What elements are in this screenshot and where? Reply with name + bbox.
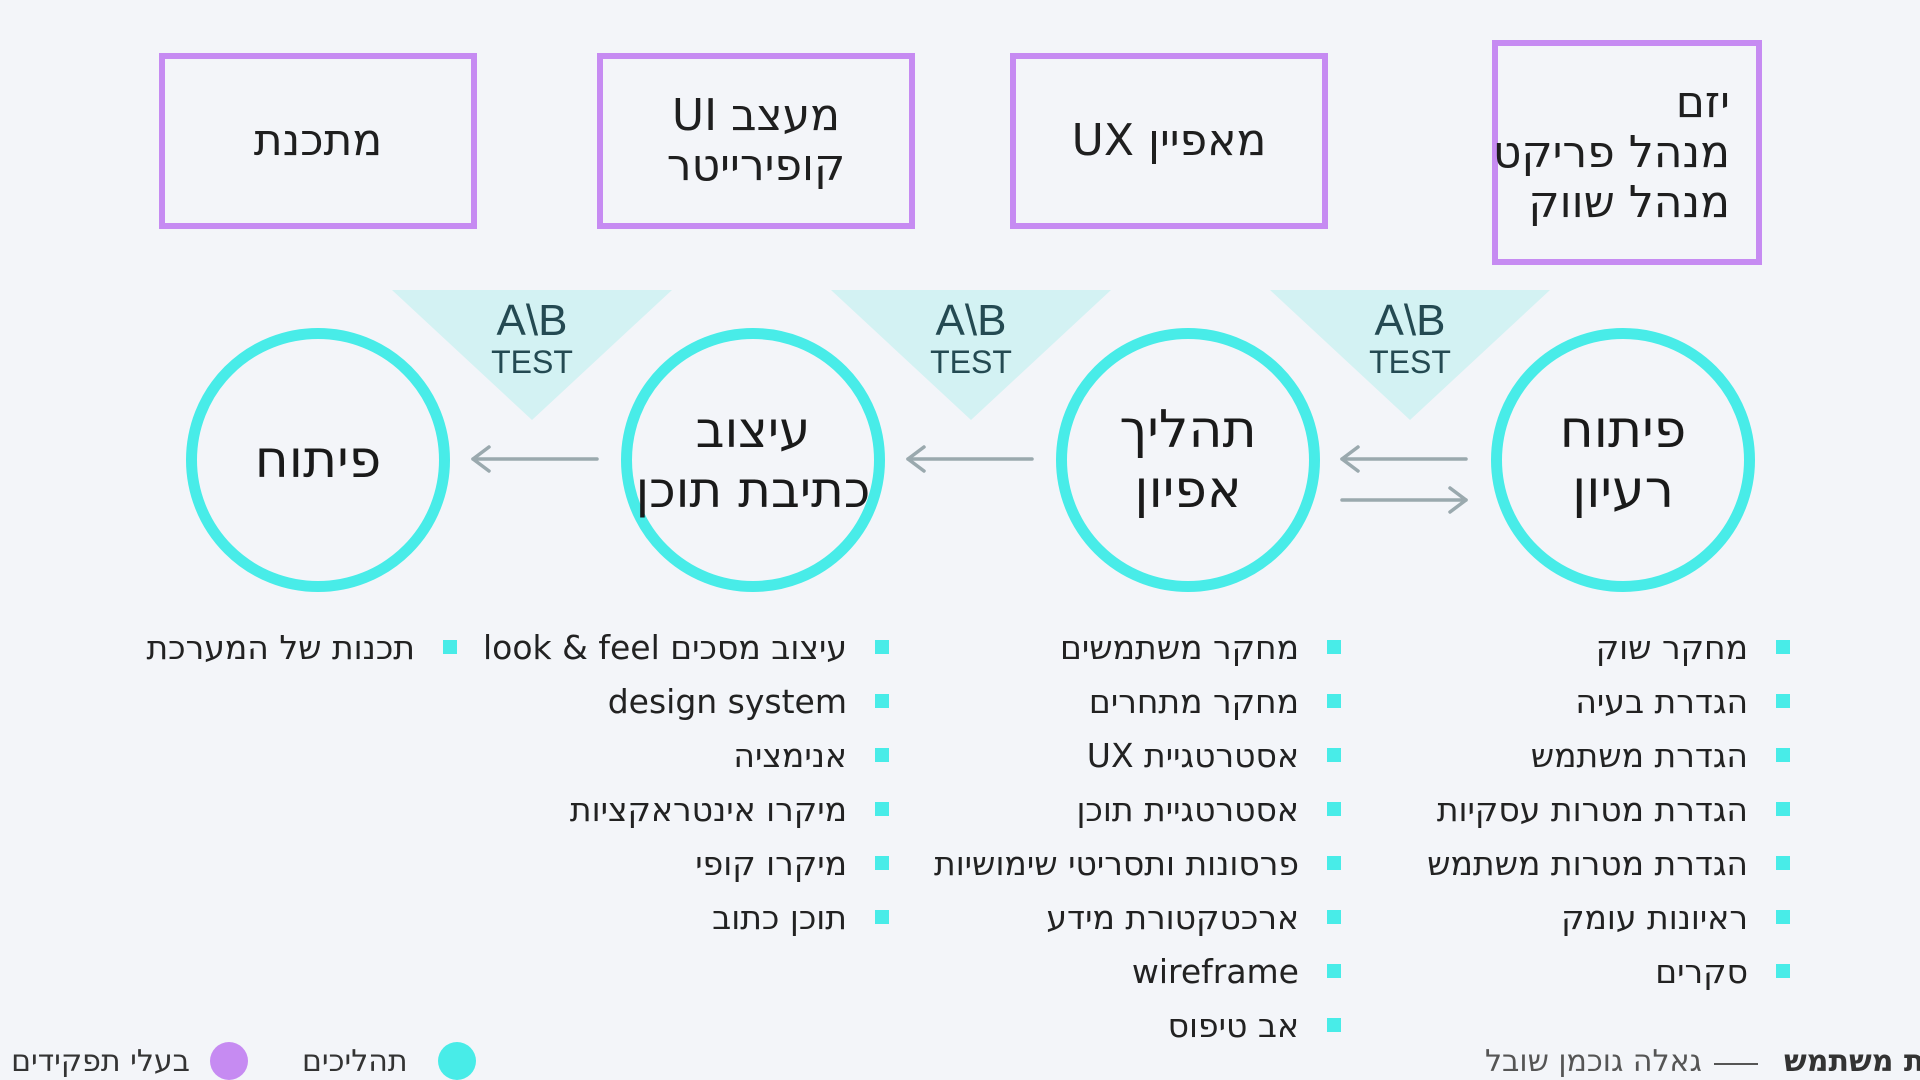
bullet-icon	[1327, 748, 1341, 762]
list-item: תוכן כתוב	[483, 890, 889, 944]
arrow-left-icon	[471, 445, 599, 473]
bullet-icon	[1776, 964, 1790, 978]
triangle-shape	[831, 290, 1111, 420]
bullet-icon	[1776, 640, 1790, 654]
role-line: מנהל פריקט	[1492, 126, 1730, 178]
list-item: הגדרת מטרות משתמש	[1427, 836, 1790, 890]
ab-label: A\B	[1374, 296, 1446, 345]
bullet-icon	[1327, 694, 1341, 708]
bullet-icon	[1776, 910, 1790, 924]
legend-dot-processes	[438, 1042, 476, 1080]
bullet-icon	[1327, 802, 1341, 816]
specification-task-list: מחקר משתמשים מחקר מתחרים אסטרטגיית UX אס…	[934, 620, 1341, 1052]
list-item: עיצוב מסכים look & feel	[483, 620, 889, 674]
ab-test-triangle: A\B TEST	[831, 290, 1111, 420]
role-box-programmer: מתכנת	[159, 53, 477, 229]
bullet-icon	[1327, 964, 1341, 978]
list-item: הגדרת בעיה	[1427, 674, 1790, 728]
list-item: סקרים	[1427, 944, 1790, 998]
list-item: ארכטקטורת מידע	[934, 890, 1341, 944]
process-circle-specification: תהליך אפיון	[1056, 328, 1320, 592]
bullet-icon	[443, 640, 457, 654]
list-item: מחקר מתחרים	[934, 674, 1341, 728]
ab-label: A\B	[496, 296, 568, 345]
arrow-left-icon	[906, 445, 1034, 473]
arrow-right-icon	[1340, 486, 1468, 514]
role-line: קופירייטר	[666, 140, 846, 191]
list-item: הגדרת מטרות עסקיות	[1427, 782, 1790, 836]
bullet-icon	[1776, 802, 1790, 816]
process-label: פיתוח	[1559, 400, 1687, 460]
test-label: TEST	[1369, 344, 1451, 380]
process-circle-design: עיצוב כתיבת תוכן	[621, 328, 885, 592]
bullet-icon	[875, 640, 889, 654]
ab-test-triangle: A\B TEST	[392, 290, 672, 420]
list-item: wireframe	[934, 944, 1341, 998]
bullet-icon	[875, 802, 889, 816]
list-item: פרסונות ותסריטי שימושיות	[934, 836, 1341, 890]
list-item: ראיונות עומק	[1427, 890, 1790, 944]
list-item: הגדרת משתמש	[1427, 728, 1790, 782]
bullet-icon	[875, 856, 889, 870]
process-label: רעיון	[1572, 460, 1674, 520]
list-item: מיקרו קופי	[483, 836, 889, 890]
list-item: אסטרטגיית תוכן	[934, 782, 1341, 836]
list-item: מחקר משתמשים	[934, 620, 1341, 674]
bullet-icon	[1327, 910, 1341, 924]
list-item: מחקר שוק	[1427, 620, 1790, 674]
footer-title-fragment: ת משתמש	[1784, 1044, 1920, 1079]
bullet-icon	[1776, 748, 1790, 762]
ab-label: A\B	[935, 296, 1007, 345]
role-line: יזם	[1675, 76, 1730, 128]
list-item: אסטרטגיית UX	[934, 728, 1341, 782]
legend-label-roles: בעלי תפקידים	[11, 1044, 190, 1079]
triangle-shape	[1270, 290, 1550, 420]
bullet-icon	[875, 910, 889, 924]
bullet-icon	[1327, 1018, 1341, 1032]
list-item: אנימציה	[483, 728, 889, 782]
process-label: כתיבת תוכן	[635, 461, 871, 519]
role-box-ux-designer: מאפיין UX	[1010, 53, 1328, 229]
idea-task-list: מחקר שוק הגדרת בעיה הגדרת משתמש הגדרת מט…	[1427, 620, 1790, 998]
process-circle-development: פיתוח	[186, 328, 450, 592]
bullet-icon	[1327, 640, 1341, 654]
process-circle-idea: פיתוח רעיון	[1491, 328, 1755, 592]
development-task-list: תכנות של המערכת	[146, 620, 457, 674]
role-line: מנהל שווק	[1528, 176, 1730, 228]
footer-divider	[1714, 1063, 1758, 1065]
process-label: פיתוח	[254, 430, 382, 490]
bullet-icon	[1776, 856, 1790, 870]
design-task-list: עיצוב מסכים look & feel design system אנ…	[483, 620, 889, 944]
process-label: עיצוב	[695, 401, 811, 459]
process-label: תהליך	[1119, 400, 1257, 460]
role-box-ui-designer: מעצב UI קופירייטר	[597, 53, 915, 229]
legend-label-processes: תהליכים	[302, 1044, 408, 1079]
process-label: אפיון	[1134, 460, 1242, 520]
bullet-icon	[1327, 856, 1341, 870]
role-line: מעצב UI	[671, 90, 841, 141]
role-line: מתכנת	[253, 115, 383, 166]
test-label: TEST	[491, 344, 573, 380]
footer-author: גאלה גוכמן שובל	[1485, 1044, 1702, 1079]
legend-dot-roles	[210, 1042, 248, 1080]
list-item: אב טיפוס	[934, 998, 1341, 1052]
list-item: design system	[483, 674, 889, 728]
bullet-icon	[875, 748, 889, 762]
list-item: מיקרו אינטראקציות	[483, 782, 889, 836]
arrow-left-icon	[1340, 445, 1468, 473]
test-label: TEST	[930, 344, 1012, 380]
role-line: מאפיין UX	[1071, 115, 1267, 166]
list-item: תכנות של המערכת	[146, 620, 457, 674]
triangle-shape	[392, 290, 672, 420]
ab-test-triangle: A\B TEST	[1270, 290, 1550, 420]
bullet-icon	[1776, 694, 1790, 708]
role-box-entrepreneur: יזם מנהל פריקט מנהל שווק	[1492, 40, 1762, 265]
bullet-icon	[875, 694, 889, 708]
